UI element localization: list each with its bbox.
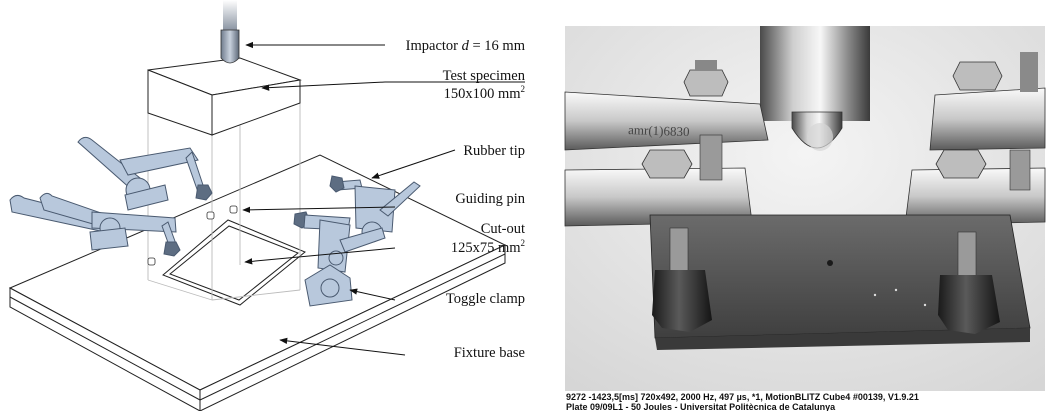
toggle-clamp-left-back <box>77 136 213 211</box>
cutout-size: 125x75 mm2 <box>451 238 525 256</box>
guiding-pins <box>147 205 238 266</box>
test-specimen-label: Test specimen <box>443 68 526 84</box>
impactor-drawing <box>220 0 240 64</box>
photo-clamp-upper-right <box>929 52 1046 151</box>
rubber-tip-label: Rubber tip <box>463 143 525 159</box>
leader-arrows <box>242 41 525 356</box>
toggle-clamp-left-front <box>9 192 181 257</box>
photo-caption-line1: 9272 -1423,5[ms] 720x492, 2000 Hz, 497 µ… <box>566 392 919 402</box>
photo-clamp-middle-right <box>904 149 1046 226</box>
cutout-label: Cut-out <box>481 221 525 237</box>
cutout-drawing <box>162 219 306 306</box>
photo-rubber-tips <box>652 227 1000 334</box>
test-specimen-size: 150x100 mm2 <box>444 84 525 102</box>
impactor-label: Impactor d = 16 mm <box>406 38 526 54</box>
photo-impactor <box>760 26 870 151</box>
fixture-base-label: Fixture base <box>454 345 525 361</box>
photo-stamp: amr(1)6830 <box>628 122 690 139</box>
fixture-schematic: Impactor d = 16 mm Test specimen 150x100… <box>8 0 526 411</box>
toggle-clamp-right-front <box>293 211 386 307</box>
guiding-pin-label: Guiding pin <box>455 191 525 207</box>
test-specimen-drawing <box>147 57 302 136</box>
photo-clamp-middle-left <box>564 134 753 227</box>
test-photo: amr(1)6830 <box>564 26 1046 411</box>
photo-caption-line2: Plate 09/09L1 - 50 Joules - Universitat … <box>566 402 836 411</box>
photo-caption-strip <box>565 391 1045 411</box>
toggle-clamp-label: Toggle clamp <box>446 291 525 307</box>
callout-labels: Impactor d = 16 mm Test specimen 150x100… <box>406 38 526 361</box>
photo-specimen-plate <box>649 214 1031 350</box>
